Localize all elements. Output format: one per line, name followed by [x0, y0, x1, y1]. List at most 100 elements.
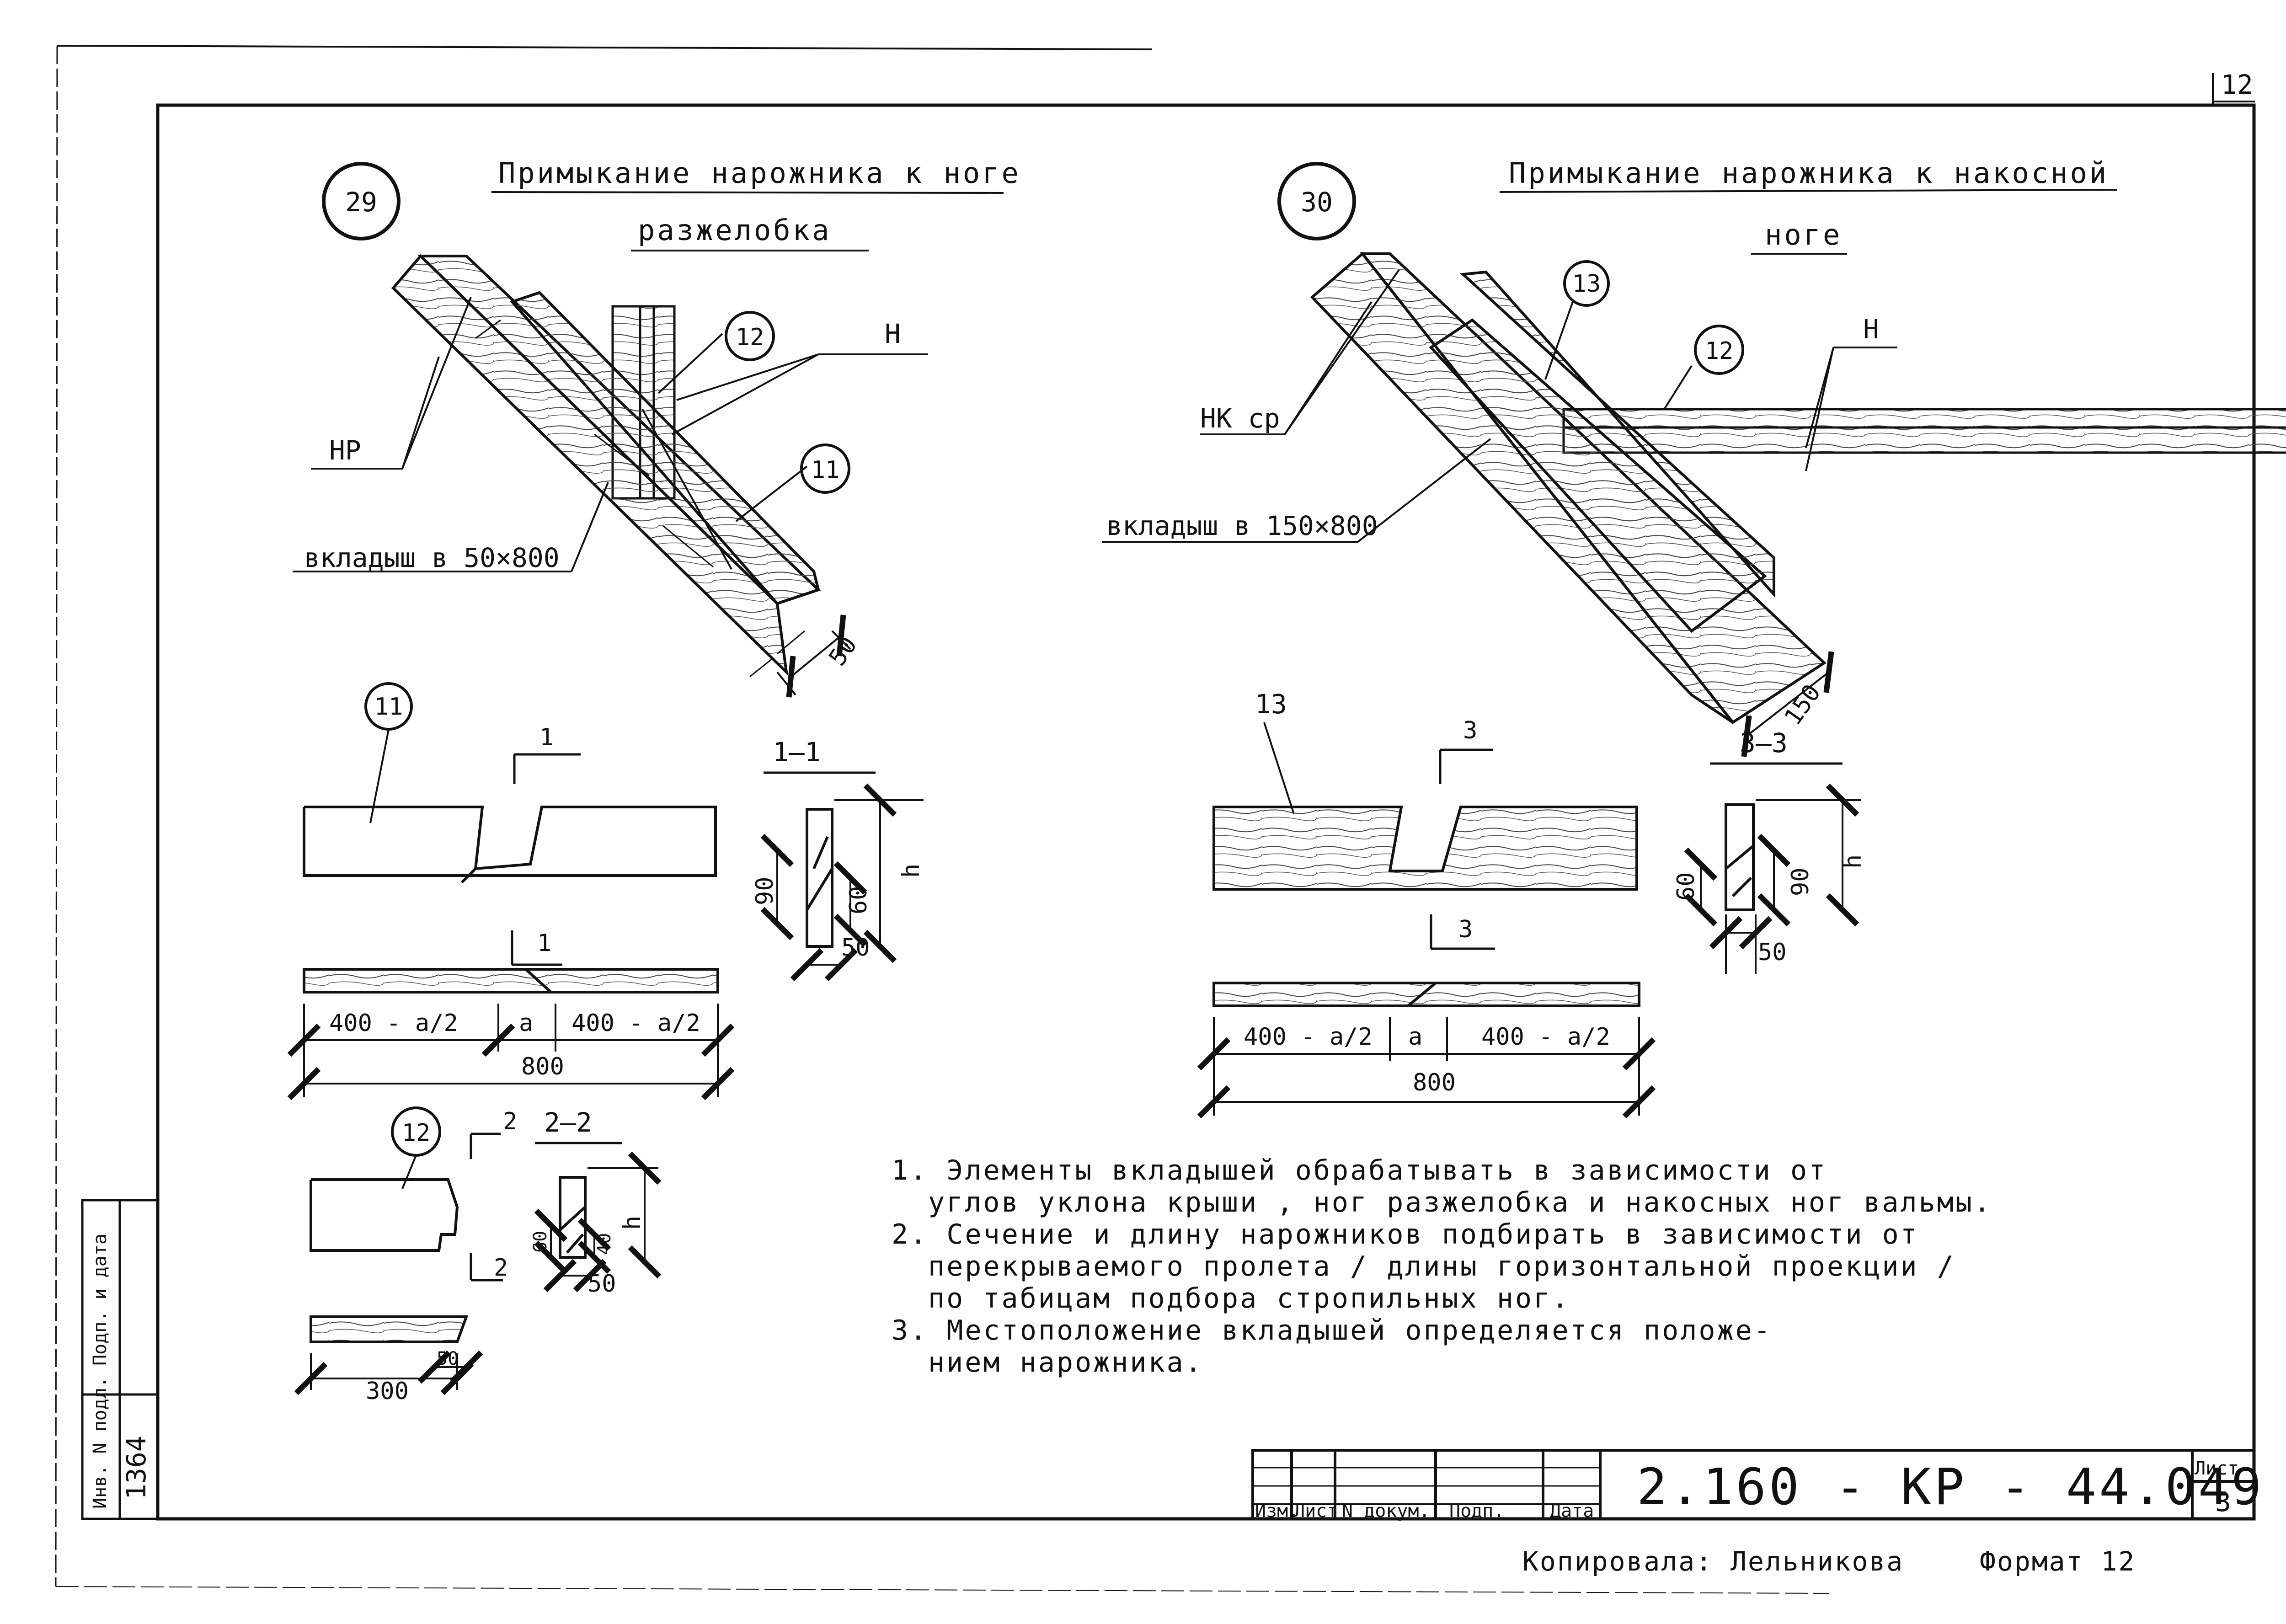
section-1-1-dim-50: 50 — [841, 934, 870, 962]
section-2-2-dim-40: 40 — [594, 1233, 615, 1255]
section-1-1-dims — [760, 783, 924, 982]
detail-30-title-line1: Примыкание нарожника к накосной — [1509, 156, 2109, 190]
title-col-list: Лист — [1294, 1501, 1338, 1522]
label-n-29: H — [885, 318, 901, 349]
part-11-plan — [303, 968, 719, 994]
note-line-2: углов уклона крыши , ног разжелобка и на… — [928, 1186, 1992, 1218]
part-11-elevation — [303, 806, 717, 884]
section-mark-3-top — [1439, 748, 1493, 784]
side-stamp-inv: 1364 — [121, 1436, 152, 1500]
part-13-dim-left: 400 - a/2 — [1244, 1023, 1373, 1051]
section-mark-2-bottom — [470, 1253, 503, 1282]
part-13-dim-right: 400 - a/2 — [1481, 1023, 1610, 1051]
section-2-2-dim-h: h — [619, 1216, 646, 1230]
part-13-dim-total: 800 — [1413, 1069, 1456, 1096]
detail-30-badge: 30 — [1277, 162, 1356, 240]
section-3-3-dims — [1684, 783, 1861, 974]
detail-29-badge: 29 — [322, 162, 401, 240]
section-1-1-title: 1—1 — [773, 737, 821, 768]
part-12-callout-text: 12 — [402, 1119, 431, 1147]
callout-11-29-text: 11 — [811, 456, 840, 484]
side-stamp-header: Инв. N подл. Подп. и дата — [90, 1234, 111, 1509]
part-13-callout-text: 13 — [1255, 689, 1287, 720]
part-12-plan-dims — [294, 1350, 483, 1395]
sheet-number: 12 — [2221, 69, 2253, 100]
part-11-callout-text: 11 — [374, 693, 403, 721]
part-11-callout: 11 — [364, 682, 413, 731]
section-mark-2-bottom-text: 2 — [494, 1254, 508, 1282]
part-12-dim-length: 300 — [366, 1378, 409, 1405]
label-n-30: H — [1863, 314, 1879, 345]
callout-12-29: 12 — [725, 311, 775, 361]
section-2-2-dim-50: 50 — [588, 1270, 616, 1298]
section-3-3-dim-h: h — [1839, 855, 1867, 869]
section-mark-3-bottom — [1430, 914, 1495, 950]
part-13: 13 3 3 400 - a/2 a 400 - a/2 8 — [1197, 689, 1867, 1119]
part-12-callout: 12 — [391, 1106, 441, 1157]
part-13-elevation — [1212, 806, 1638, 891]
notes: 1. Элементы вкладышей обрабатывать в зав… — [892, 1154, 1992, 1378]
leaders-29 — [311, 297, 928, 570]
rafter-bundle-29 — [391, 254, 821, 676]
title-col-podp: Подп. — [1449, 1501, 1504, 1522]
section-2-2-title: 2—2 — [544, 1107, 592, 1138]
detail-29-title-line2: разжелобка — [638, 214, 831, 247]
title-col-izm: Изм. — [1255, 1501, 1299, 1522]
note-line-6: 3. Местоположение вкладышей определяется… — [892, 1314, 1772, 1346]
dim-30-thickness — [1741, 651, 1834, 757]
note-line-5: по табицам подбора стропильных ног. — [928, 1282, 1570, 1314]
detail-30-number: 30 — [1301, 187, 1333, 218]
section-mark-3-top-text: 3 — [1463, 717, 1477, 744]
title-block-code: 2.160 - КР - 44.049 — [1637, 1458, 2264, 1516]
section-1-1-dim-90: 90 — [751, 876, 779, 905]
label-insert-30: вкладыш в 150×800 — [1106, 510, 1378, 541]
part-12-plan — [310, 1315, 469, 1343]
section-mark-2-top — [470, 1133, 501, 1159]
section-1-1 — [806, 808, 833, 948]
part-11-dim-left: 400 - a/2 — [329, 1010, 458, 1037]
part-13-plan-dims — [1197, 1017, 1656, 1119]
rafter-12-horizontal — [1562, 408, 2286, 454]
title-col-ndokum: N докум. — [1342, 1501, 1430, 1522]
part-11-dim-mid: a — [519, 1010, 533, 1037]
section-3-3-dim-90: 90 — [1787, 867, 1814, 896]
part-12-dim-50b: 50 — [437, 1348, 459, 1369]
section-1-1-dim-h: h — [897, 864, 925, 878]
callout-12-30: 12 — [1694, 325, 1744, 375]
section-3-3-dim-50: 50 — [1758, 939, 1787, 966]
section-3-3-dim-60: 60 — [1672, 872, 1700, 901]
section-mark-3-bottom-text: 3 — [1458, 916, 1473, 943]
title-block-sheet-label: Лист — [2195, 1458, 2238, 1479]
note-line-1: 1. Элементы вкладышей обрабатывать в зав… — [892, 1154, 1827, 1186]
label-nk: НК ср — [1200, 403, 1280, 434]
note-line-4: перекрываемого пролета / длины горизонта… — [928, 1250, 1955, 1282]
section-3-3-title: 3—3 — [1740, 727, 1788, 759]
footer-copied: Копировала: Лельникова — [1522, 1546, 1904, 1577]
callout-12-30-text: 12 — [1705, 337, 1734, 365]
detail-29-title-line1: Примыкание нарожника к ноге — [498, 156, 1021, 190]
dim-29-thickness-text: 50 — [823, 632, 862, 671]
section-mark-2-top-text: 2 — [503, 1108, 517, 1135]
part-11: 11 1 1 400 - a/2 a — [287, 682, 925, 1100]
note-line-3: 2. Сечение и длину нарожников подбирать … — [892, 1218, 1919, 1250]
part-13-plan — [1212, 982, 1640, 1007]
side-stamp — [81, 1199, 159, 1520]
title-block-sheet-value: 3 — [2215, 1486, 2231, 1517]
section-mark-1-bottom — [511, 930, 562, 966]
part-11-dim-right: 400 - a/2 — [572, 1010, 700, 1037]
detail-29: 29 Примыкание нарожника к ноге разжелобк… — [293, 156, 1021, 698]
section-2-2-dim-60: 60 — [530, 1231, 551, 1253]
footer-format: Формат 12 — [1980, 1546, 2136, 1577]
section-mark-1-top — [513, 753, 581, 784]
part-11-dim-total: 800 — [521, 1053, 564, 1080]
sheet-frame — [55, 45, 2256, 1594]
part-12-elevation — [310, 1178, 459, 1252]
part-13-dim-mid: a — [1408, 1023, 1422, 1051]
label-hr: HP — [329, 435, 361, 466]
part-12: 12 2 2 2—2 60 40 h — [294, 1106, 662, 1405]
callout-13-30-text: 13 — [1572, 270, 1601, 298]
dim-29-thickness — [776, 614, 851, 698]
section-1-1-dim-60: 60 — [845, 886, 872, 914]
section-2-2 — [559, 1176, 587, 1259]
